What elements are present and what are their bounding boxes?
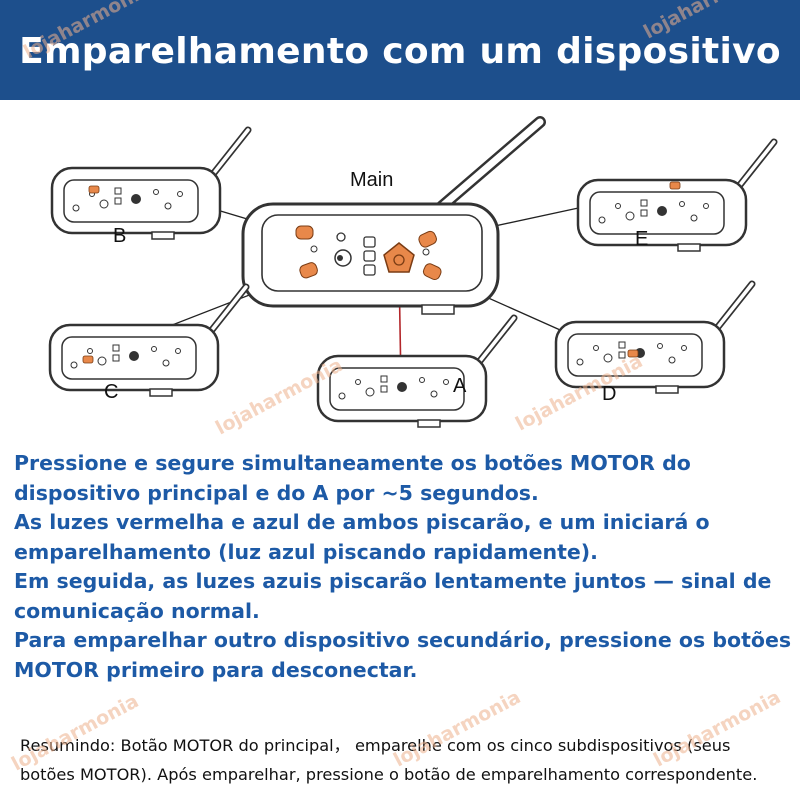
- instruction-line: Pressione e segure simultaneamente os bo…: [14, 451, 691, 505]
- instruction-line: Para emparelhar outro dispositivo secund…: [14, 628, 792, 682]
- main-device: [241, 116, 546, 315]
- main-button-b: [295, 225, 314, 240]
- device-c: [50, 287, 246, 396]
- instruction-line: Em seguida, as luzes azuis piscarão lent…: [14, 569, 772, 623]
- device-e: [578, 142, 774, 251]
- label-c: C: [104, 381, 118, 403]
- label-d: D: [602, 383, 616, 405]
- label-e: E: [635, 228, 648, 250]
- summary-paragraph: Resumindo: Botão MOTOR do principal， emp…: [20, 736, 758, 784]
- pairing-diagram: Main A B C D E: [0, 100, 800, 440]
- main-button-c: [299, 262, 318, 279]
- main-motor-button: [383, 242, 415, 273]
- device-b: [52, 130, 248, 239]
- label-a: A: [453, 375, 467, 397]
- header-banner: Emparelhamento com um dispositivo: [0, 0, 800, 100]
- main-button-d: [422, 263, 442, 281]
- label-main: Main: [350, 169, 393, 191]
- main-button-e: [418, 230, 437, 248]
- summary-text: Resumindo: Botão MOTOR do principal， emp…: [20, 731, 790, 789]
- label-b: B: [113, 225, 126, 247]
- device-a: [318, 318, 514, 427]
- instruction-line: As luzes vermelha e azul de ambos piscar…: [14, 510, 710, 564]
- page-title: Emparelhamento com um dispositivo: [19, 31, 781, 72]
- pairing-diagram-svg: Main A B C D E: [0, 116, 800, 440]
- instructions-text: Pressione e segure simultaneamente os bo…: [14, 449, 794, 685]
